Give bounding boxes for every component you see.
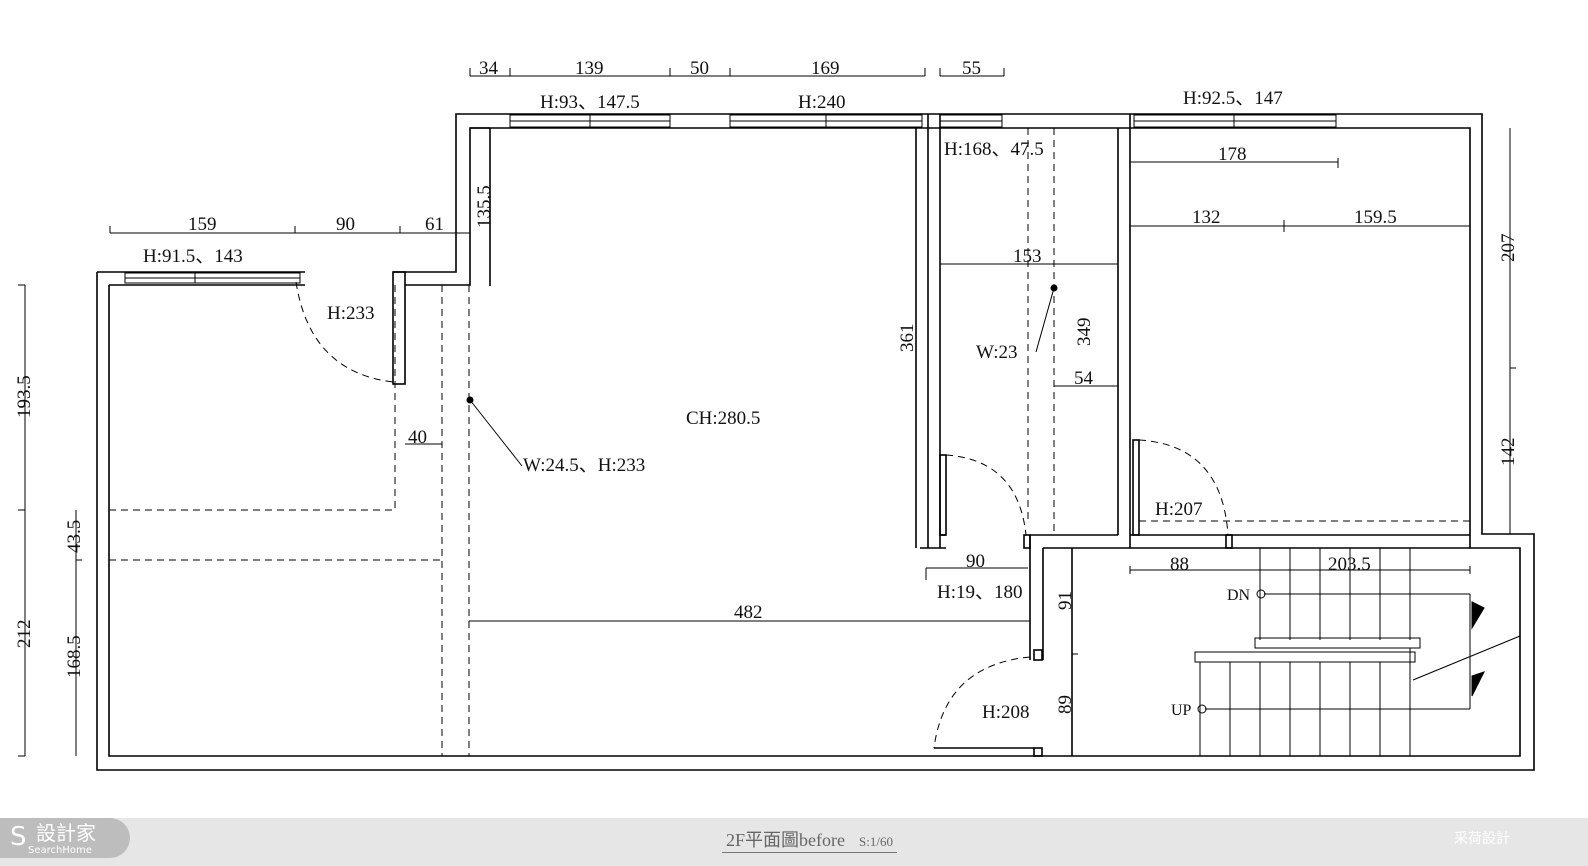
dim-482: 482	[734, 602, 763, 623]
dim-34: 34	[479, 58, 499, 79]
windows	[124, 114, 1337, 284]
note-w-24-5: W:24.5、H:233	[523, 455, 645, 476]
footer-bar: S 設計家 SearchHome 2F平面圖before S:1/60 采荷設計	[0, 818, 1588, 866]
stair-down-label: DN	[1227, 587, 1251, 604]
dim-349: 349	[1074, 318, 1095, 347]
dim-61: 61	[425, 214, 444, 235]
dim-207: 207	[1498, 234, 1519, 263]
opening-height-19: H:19、180	[937, 582, 1023, 603]
plan-scale: S:1/60	[858, 834, 893, 849]
window-height-top-b: H:240	[798, 92, 846, 113]
dim-132: 132	[1192, 207, 1221, 228]
plan-title: 2F平面圖before	[726, 830, 845, 850]
dim-43-5: 43.5	[64, 520, 85, 553]
dim-135-5: 135.5	[474, 185, 495, 228]
designer-watermark: 采荷設計	[1454, 831, 1510, 847]
window-height-left: H:91.5、143	[143, 246, 243, 267]
dim-212: 212	[14, 620, 35, 649]
dim-139: 139	[575, 58, 604, 79]
dim-40: 40	[408, 427, 427, 448]
dim-153: 153	[1013, 246, 1042, 267]
logo-english-text: SearchHome	[28, 845, 92, 856]
dim-55: 55	[962, 58, 981, 79]
door-height-233: H:233	[327, 303, 375, 324]
plan-labels: CH:280.5 H:91.5、143 H:93、147.5 H:240 H:1…	[14, 58, 1519, 723]
ceiling-height-label: CH:280.5	[686, 408, 760, 429]
window-height-right: H:92.5、147	[1183, 88, 1283, 109]
dim-169: 169	[811, 58, 840, 79]
dim-90-mid: 90	[966, 551, 985, 572]
dim-193-5: 193.5	[14, 375, 35, 418]
dim-361: 361	[897, 324, 918, 353]
dim-159: 159	[188, 214, 217, 235]
door-height-207: H:207	[1155, 499, 1203, 520]
stair-up-label: UP	[1171, 702, 1192, 719]
window-height-mid: H:168、47.5	[944, 139, 1044, 160]
window-height-top-a: H:93、147.5	[540, 92, 640, 113]
floor-plan-drawing: CH:280.5 H:91.5、143 H:93、147.5 H:240 H:1…	[14, 58, 1535, 771]
searchhome-logo[interactable]: S 設計家 SearchHome	[0, 818, 130, 858]
note-w-23: W:23	[976, 342, 1018, 363]
logo-s-icon: S	[10, 822, 27, 852]
dim-54: 54	[1074, 368, 1094, 389]
dashed-lines	[109, 128, 1471, 756]
plan-caption: 2F平面圖before S:1/60	[722, 826, 897, 853]
dim-50: 50	[690, 58, 709, 79]
dim-90-top: 90	[336, 214, 355, 235]
dimension-lines	[18, 68, 1516, 757]
logo-chinese-text: 設計家	[36, 821, 96, 845]
door-height-208: H:208	[982, 702, 1030, 723]
walls	[96, 113, 1535, 771]
staircase	[1194, 548, 1521, 756]
dim-168-5: 168.5	[64, 635, 85, 678]
dim-91: 91	[1055, 591, 1076, 610]
dim-203-5: 203.5	[1328, 554, 1371, 575]
dim-88: 88	[1170, 554, 1189, 575]
dim-142: 142	[1498, 438, 1519, 467]
dim-178: 178	[1218, 144, 1247, 165]
dim-159-5: 159.5	[1354, 207, 1397, 228]
dim-89: 89	[1055, 695, 1076, 714]
